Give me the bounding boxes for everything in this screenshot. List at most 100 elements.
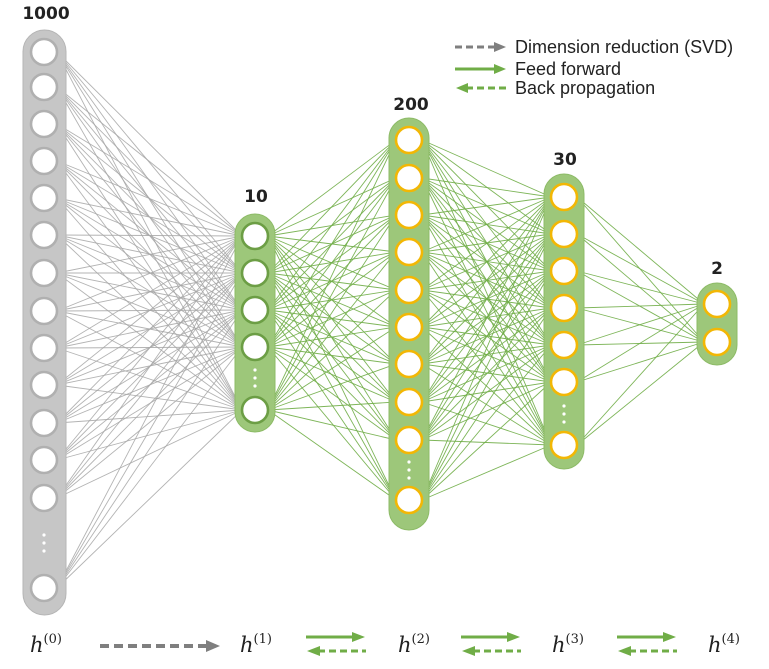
edge-l2-2-l3-6 <box>421 214 552 446</box>
edge-l0-11-l1-0 <box>56 235 243 461</box>
edge-l2-0-l3-1 <box>421 139 552 235</box>
layer-3-ellipsis-dot <box>562 412 566 416</box>
layer-0-node <box>29 370 59 400</box>
edge-l1-4-l2-6 <box>267 363 397 411</box>
layer-1-node <box>240 258 270 288</box>
edge-l0-12-l1-3 <box>56 346 243 499</box>
edge-l0-0-l1-4 <box>56 51 243 411</box>
layer-2-node <box>394 163 424 193</box>
layer-3-node <box>549 182 579 212</box>
edge-l3-5-l4-1 <box>576 341 705 383</box>
edge-l0-11-l1-4 <box>56 409 243 461</box>
layer-3-node <box>549 219 579 249</box>
legend-back-propagation-arrow-icon <box>456 83 506 93</box>
edge-l2-6-l3-0 <box>421 196 552 365</box>
edge-l1-3-l2-1 <box>267 177 397 348</box>
edge-l3-2-l4-0 <box>576 270 705 305</box>
layer-3-node <box>549 330 579 360</box>
layer-0-node <box>29 37 59 67</box>
edge-l0-13-l1-4 <box>56 409 243 589</box>
h3-symbol: h <box>552 633 566 657</box>
layer-2-node <box>394 349 424 379</box>
h4-symbol: h <box>708 633 722 657</box>
edge-l2-2-l3-0 <box>421 196 552 216</box>
edge-l0-1-l1-0 <box>56 86 243 237</box>
edge-l0-3-l1-0 <box>56 160 243 237</box>
edge-l1-3-l2-4 <box>267 289 397 348</box>
layer-2-ellipsis-dot <box>407 468 411 472</box>
back-propagation-arrow-h4-h3-icon <box>618 646 677 656</box>
edge-l2-0-l3-0 <box>421 139 552 198</box>
legend: Dimension reduction (SVD) Feed forward B… <box>455 37 733 98</box>
edge-l2-9-l3-6 <box>421 444 552 501</box>
layer-4-node <box>702 327 732 357</box>
edge-l0-5-l1-0 <box>56 234 243 237</box>
legend-feed-forward-arrow-icon <box>455 64 506 74</box>
edge-l0-0-l1-1 <box>56 51 243 274</box>
edge-l0-5-l1-4 <box>56 234 243 411</box>
edge-l0-10-l1-0 <box>56 235 243 424</box>
legend-svd-label: Dimension reduction (SVD) <box>515 37 733 57</box>
h0-index: (0) <box>44 632 62 647</box>
edge-l0-12-l1-2 <box>56 309 243 499</box>
h4-label: h(4) <box>708 632 740 657</box>
edge-l1-3-l2-2 <box>267 214 397 348</box>
legend-svd-arrow-icon <box>455 42 506 52</box>
layer-3-ellipsis-dot <box>562 404 566 408</box>
edge-l0-3-l1-4 <box>56 160 243 411</box>
layer-0-node <box>29 220 59 250</box>
layer-3-node <box>549 430 579 460</box>
layer-3-node <box>549 293 579 323</box>
edge-l2-3-l3-0 <box>421 196 552 253</box>
edge-l0-2-l1-4 <box>56 123 243 411</box>
edge-l0-13-l1-2 <box>56 309 243 589</box>
layer-0-node <box>29 183 59 213</box>
layer-1-node <box>240 295 270 325</box>
edge-l3-5-l4-0 <box>576 303 705 383</box>
edge-l0-10-l1-4 <box>56 409 243 424</box>
edge-l3-1-l4-0 <box>576 233 705 305</box>
layer-2-node <box>394 485 424 515</box>
edge-l1-4-l2-2 <box>267 214 397 411</box>
edge-l1-3-l2-8 <box>267 346 397 441</box>
edge-l0-9-l1-4 <box>56 384 243 411</box>
layer-1-ellipsis-dot <box>253 376 257 380</box>
edge-l0-4-l1-0 <box>56 197 243 237</box>
layer-2-node <box>394 425 424 455</box>
feed-forward-arrow-h3-h4-icon <box>617 632 676 642</box>
layer-0-node <box>29 573 59 603</box>
edge-l0-12-l1-1 <box>56 272 243 499</box>
edge-l3-6-l4-0 <box>576 303 705 446</box>
edge-l2-9-l3-0 <box>421 196 552 501</box>
edge-l1-2-l2-0 <box>267 139 397 311</box>
layer-2-node <box>394 312 424 342</box>
edge-l0-12-l1-0 <box>56 235 243 499</box>
feed-forward-arrow-h1-h2-icon <box>306 632 365 642</box>
edge-l0-8-l1-0 <box>56 235 243 349</box>
edge-l2-0-l3-6 <box>421 139 552 446</box>
edge-l1-4-l2-4 <box>267 289 397 411</box>
layer-1-node <box>240 221 270 251</box>
edge-l2-8-l3-2 <box>421 270 552 441</box>
layer-0-node <box>29 408 59 438</box>
layer-0-node <box>29 72 59 102</box>
edge-l2-9-l3-2 <box>421 270 552 501</box>
layer-0-node <box>29 258 59 288</box>
edge-l1-3-l2-7 <box>267 346 397 403</box>
edge-l0-0-l1-0 <box>56 51 243 237</box>
edge-l0-13-l1-1 <box>56 272 243 589</box>
edge-l2-9-l3-4 <box>421 344 552 501</box>
edge-l0-1-l1-4 <box>56 86 243 411</box>
edge-l1-1-l2-0 <box>267 139 397 274</box>
layer-3-node <box>549 256 579 286</box>
layer-2-node <box>394 200 424 230</box>
h4-index: (4) <box>722 632 740 647</box>
edge-l1-3-l2-0 <box>267 139 397 348</box>
back-propagation-arrow-h2-h1-icon <box>307 646 366 656</box>
edge-l1-3-l2-9 <box>267 346 397 501</box>
layer-2-node <box>394 387 424 417</box>
edge-l1-4-l2-7 <box>267 401 397 411</box>
edge-l1-0-l2-0 <box>267 139 397 237</box>
edge-l0-5-l1-3 <box>56 234 243 348</box>
